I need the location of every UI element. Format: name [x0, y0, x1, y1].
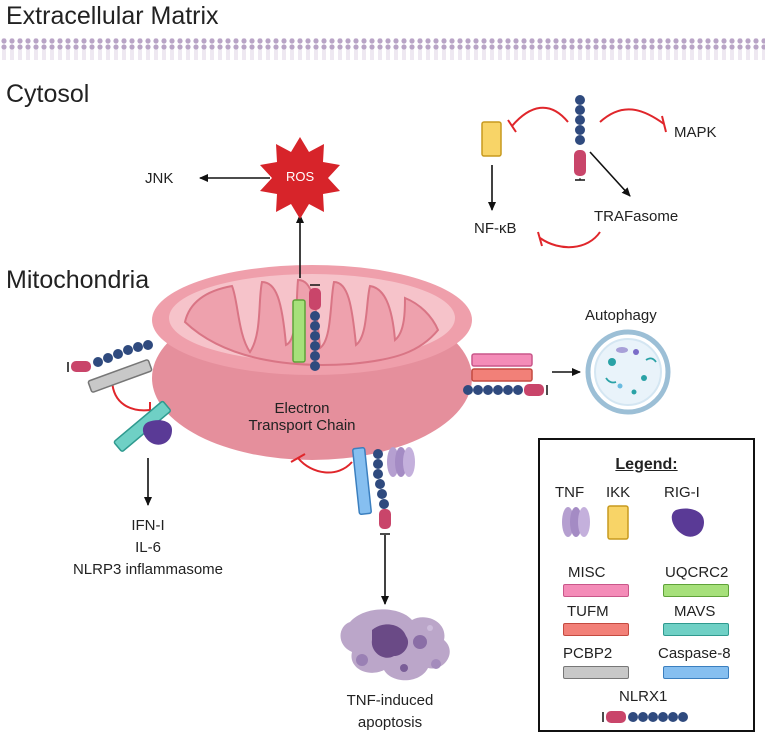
tnf-trimer	[387, 447, 415, 477]
legend-pcbp2-swatch	[563, 666, 629, 679]
legend-tnf-label: TNF	[555, 484, 585, 501]
autophagy-label: Autophagy	[585, 307, 657, 324]
legend-nlrx1-label: NLRX1	[619, 688, 668, 705]
rig-i-shape	[142, 420, 172, 445]
etc-line2: Transport Chain	[248, 417, 356, 434]
apoptotic-cell	[340, 609, 450, 681]
legend-tufm-swatch	[563, 623, 629, 636]
legend-uqcrc2-label: UQCRC2	[665, 564, 729, 581]
legend-rigi-icon	[671, 508, 704, 537]
ikk-box	[481, 121, 502, 157]
legend-misc-label: MISC	[568, 564, 606, 581]
trafasome-label: TRAFasome	[594, 208, 679, 225]
nlrx1-bottom	[373, 449, 391, 535]
nlrx1-right	[463, 384, 548, 396]
cytosol-label: Cytosol	[6, 80, 90, 108]
autophagy-dish	[585, 329, 671, 415]
legend-tufm-label: TUFM	[567, 603, 609, 620]
jnk-label: JNK	[145, 170, 174, 187]
legend-tnf-icon	[562, 507, 590, 537]
nlrp3-label: NLRP3 inflammasome	[72, 561, 224, 578]
nfkb-label: NF-κB	[474, 220, 517, 237]
caspase8-bar	[352, 447, 372, 515]
apoptosis-label: TNF-induced apoptosis	[330, 690, 450, 734]
legend-title: Legend:	[615, 456, 678, 473]
tufm-bar	[471, 368, 533, 382]
legend-nlrx1-icon	[602, 711, 688, 723]
legend-ikk-label: IKK	[606, 484, 631, 501]
apoptosis-line1: TNF-induced	[346, 692, 434, 709]
ros-label: ROS	[286, 169, 315, 184]
legend-caspase8-swatch	[663, 666, 729, 679]
mapk-label: MAPK	[674, 124, 717, 141]
legend-misc-swatch	[563, 584, 629, 597]
ros-star	[260, 137, 340, 219]
mitochondria-label: Mitochondria	[6, 266, 150, 294]
legend-pcbp2-label: PCBP2	[563, 645, 613, 662]
apoptosis-line2: apoptosis	[357, 714, 423, 731]
il6-label: IL-6	[135, 539, 161, 556]
uqcrc2-bar	[292, 299, 306, 363]
nlrx1-left	[67, 340, 153, 372]
extracellular-matrix-label: Extracellular Matrix	[6, 2, 219, 30]
ifn-output-labels: IFN-I IL-6 NLRP3 inflammasome	[48, 515, 248, 581]
electron-transport-chain-label: Electron Transport Chain	[246, 400, 358, 434]
misc-bar	[471, 353, 533, 367]
nlrx1-top	[574, 95, 586, 181]
legend-ikk-icon	[607, 505, 629, 540]
legend-mavs-label: MAVS	[674, 603, 716, 620]
legend-caspase8-label: Caspase-8	[658, 645, 731, 662]
legend-mavs-swatch	[663, 623, 729, 636]
legend-box: Legend:	[538, 438, 755, 732]
nlrx1-center	[309, 284, 321, 371]
cell-membrane	[0, 38, 765, 60]
etc-line1: Electron	[274, 400, 330, 417]
ifn-label: IFN-I	[131, 517, 165, 534]
legend-uqcrc2-swatch	[663, 584, 729, 597]
pcbp2-bar	[87, 359, 153, 393]
legend-rigi-label: RIG-I	[664, 484, 700, 501]
